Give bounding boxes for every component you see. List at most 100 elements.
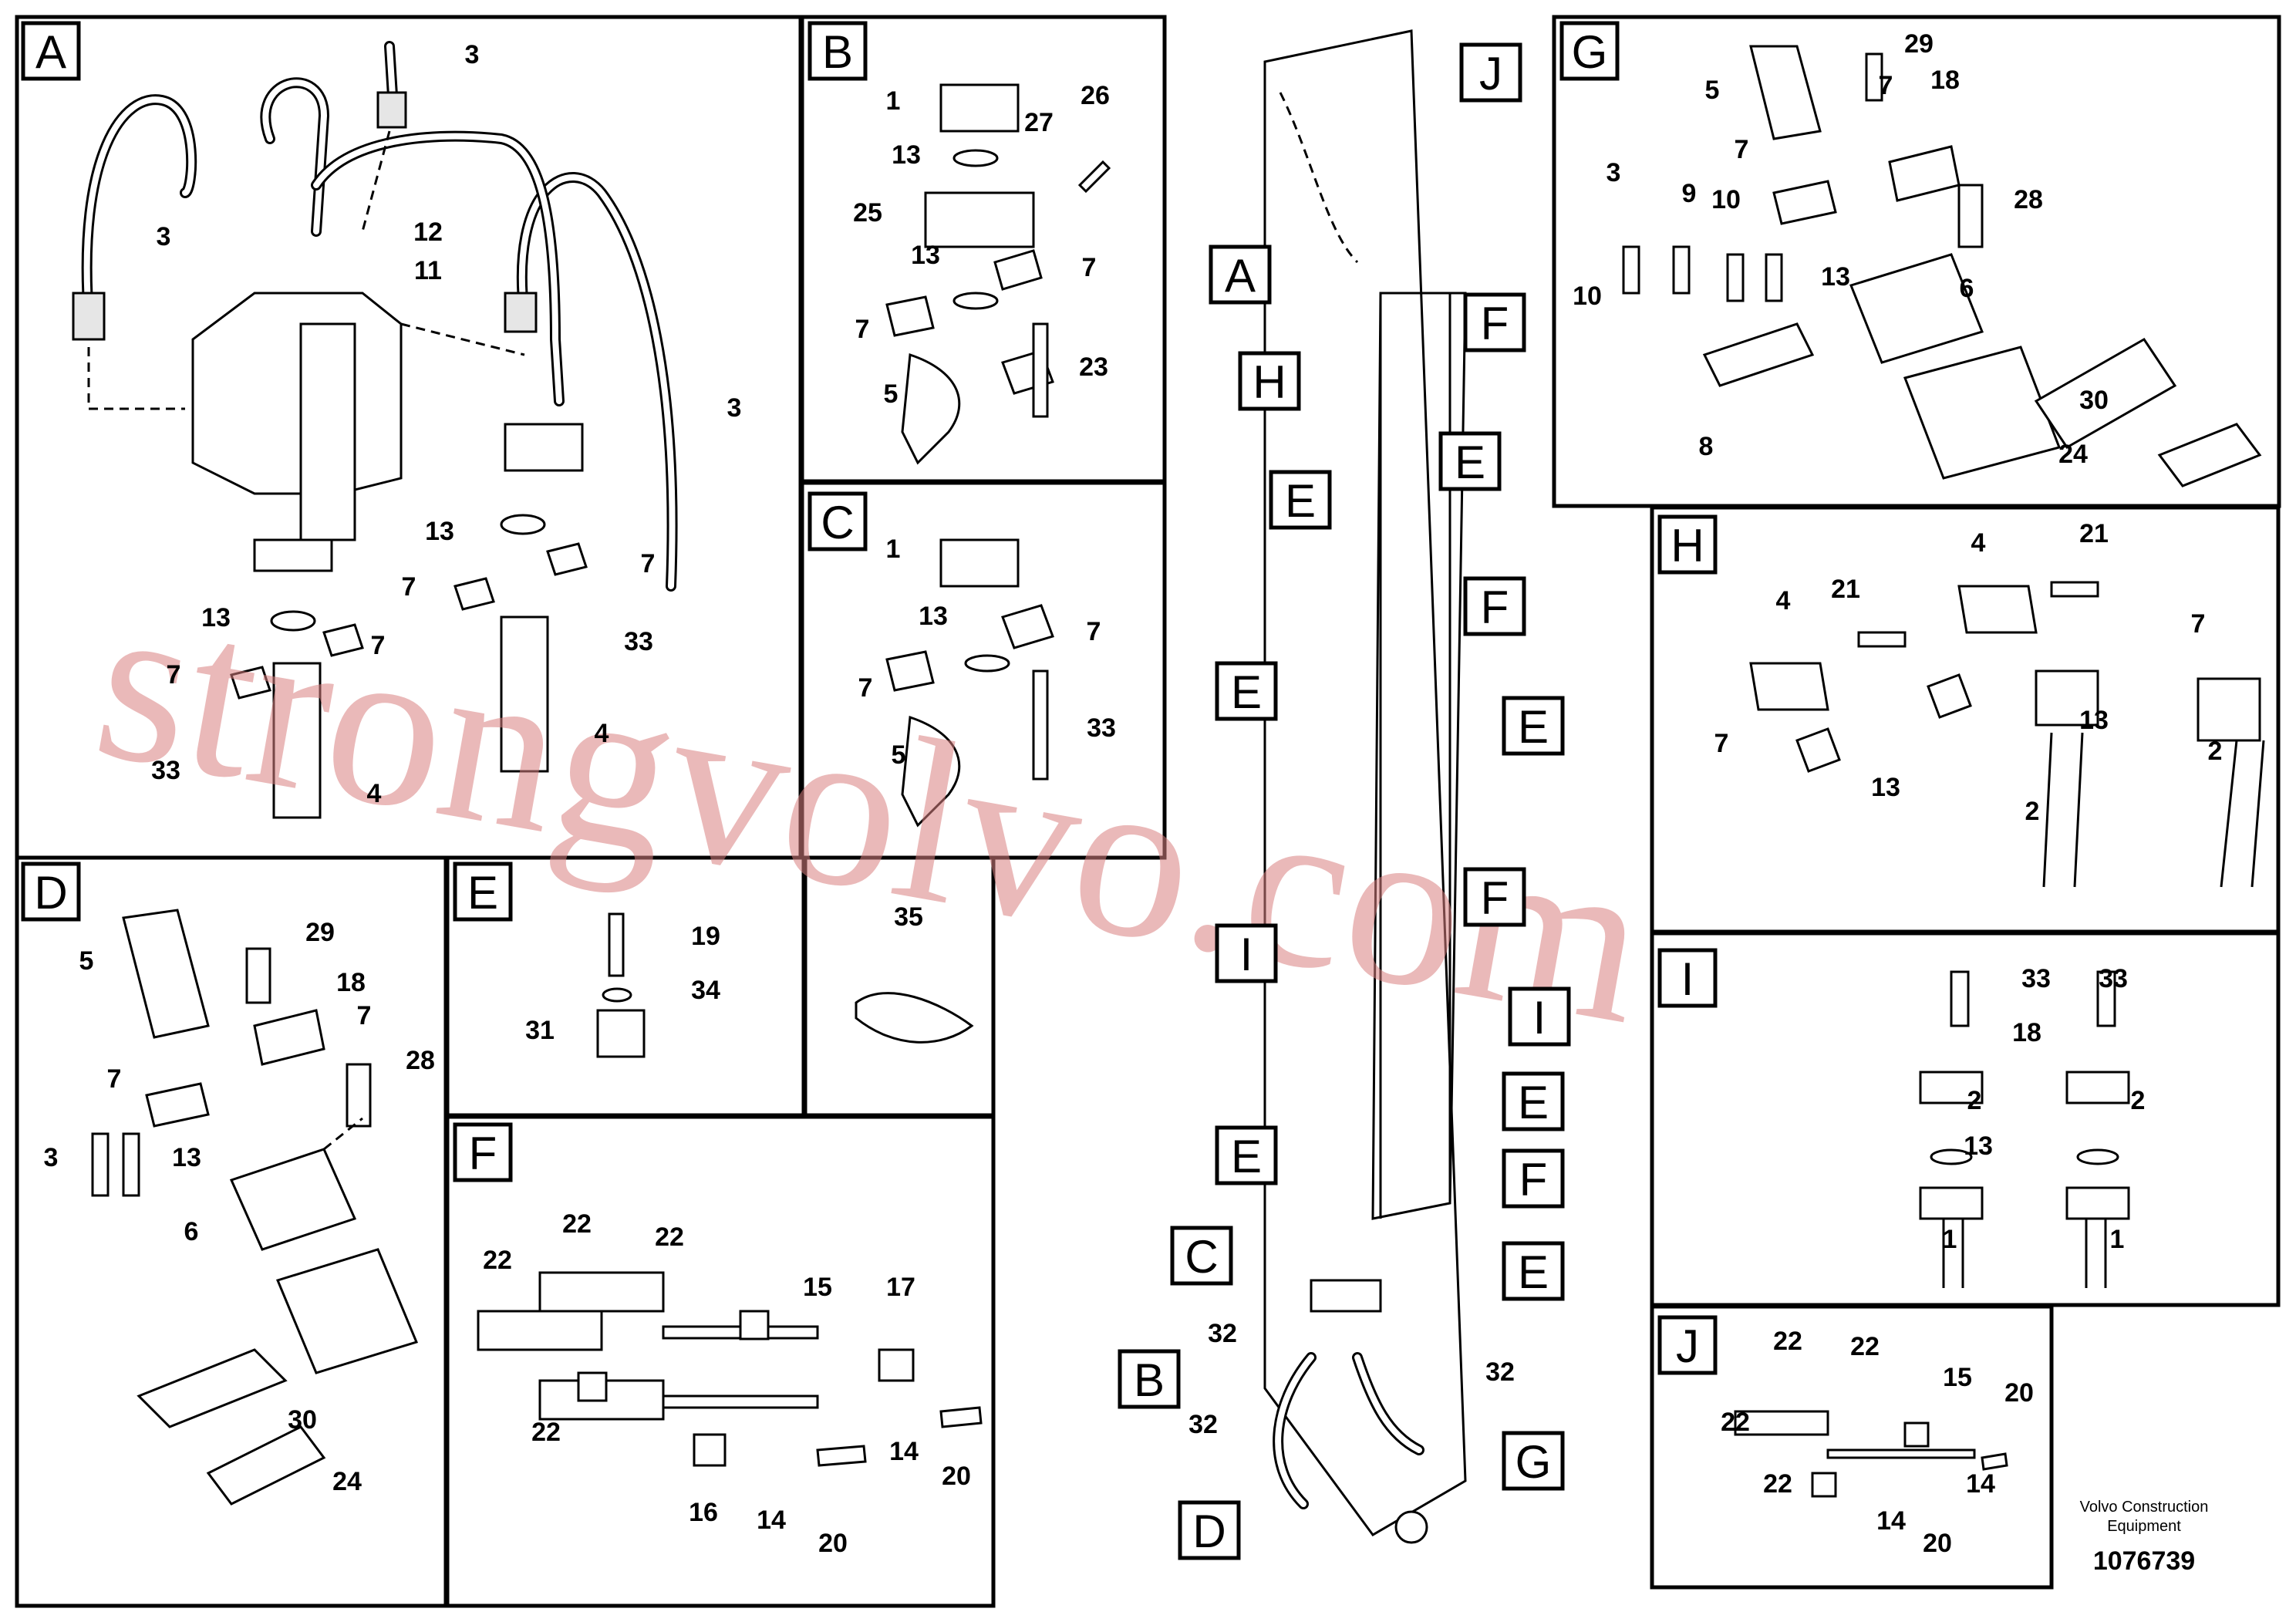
callout-number: 1 — [886, 534, 901, 564]
panel-label-e: E — [453, 862, 513, 922]
overview-label: G — [1502, 1431, 1565, 1491]
callout-number: 22 — [1850, 1332, 1880, 1361]
callout-number: 9 — [1682, 179, 1697, 208]
callout-number: 3 — [157, 222, 171, 251]
callout-number: 1 — [1943, 1225, 1957, 1254]
callout-number: 5 — [884, 379, 899, 409]
overview-label: E — [1215, 1125, 1278, 1185]
callout-number: 22 — [1773, 1327, 1802, 1356]
callout-number: 33 — [2021, 964, 2051, 993]
svg-text:E: E — [1285, 475, 1316, 527]
svg-text:G: G — [1515, 1436, 1552, 1488]
overview-label: D — [1178, 1500, 1241, 1560]
callout-number: 22 — [562, 1209, 592, 1239]
callout-number: 7 — [1082, 253, 1097, 282]
svg-text:J: J — [1676, 1320, 1699, 1372]
svg-text:F: F — [1481, 582, 1509, 633]
callout-number: 7 — [858, 673, 873, 703]
svg-text:E: E — [1518, 1246, 1549, 1298]
panel-label-a: A — [21, 21, 81, 81]
callout-number: 2 — [2208, 737, 2223, 766]
callout-number: 4 — [1776, 586, 1791, 615]
panel-strap-artwork — [855, 992, 974, 1044]
svg-text:J: J — [1479, 48, 1502, 99]
callout-number: 33 — [151, 756, 180, 785]
callout-number: 4 — [1971, 528, 1986, 558]
overview-label: E — [1269, 470, 1332, 530]
panel-g-artwork — [1622, 45, 2262, 487]
company-line-1: Volvo Construction — [2080, 1499, 2209, 1516]
svg-text:F: F — [1481, 298, 1509, 349]
overview-label: E — [1438, 431, 1502, 491]
panel-j-artwork — [1734, 1410, 2008, 1498]
panel-frames — [15, 15, 2281, 1608]
panel-label-j: J — [1657, 1315, 1718, 1375]
svg-text:H: H — [1253, 356, 1286, 408]
svg-text:D: D — [1192, 1506, 1226, 1557]
panel-e-artwork — [596, 912, 646, 1058]
callout-number: 4 — [595, 719, 609, 748]
panel-d-artwork — [91, 909, 419, 1506]
callout-number: 15 — [1943, 1363, 1972, 1392]
document-number: 1076739 — [2093, 1546, 2195, 1576]
overview-label: F — [1463, 867, 1526, 927]
callout-number: 17 — [886, 1273, 915, 1302]
panel-label-d: D — [21, 862, 81, 922]
callout-number: 6 — [184, 1217, 199, 1246]
callout-number: 23 — [1079, 352, 1108, 382]
overview-label: E — [1502, 696, 1565, 756]
callout-number: 30 — [2079, 386, 2109, 415]
callout-number: 1 — [2110, 1225, 2125, 1254]
callout-number: 7 — [1714, 729, 1729, 758]
svg-text:E: E — [467, 867, 498, 919]
svg-text:F: F — [469, 1128, 497, 1179]
overview-label: I — [1215, 923, 1278, 983]
callout-number: 10 — [1573, 282, 1602, 311]
callout-number: 13 — [1871, 773, 1900, 802]
callout-number: 4 — [367, 779, 382, 808]
overview-label: B — [1118, 1349, 1181, 1409]
footer: Volvo Construction Equipment 1076739 — [2080, 1499, 2209, 1576]
svg-text:C: C — [821, 497, 854, 548]
callout-number: 33 — [2099, 964, 2128, 993]
callout-number: 13 — [911, 241, 940, 270]
callout-number: 6 — [1960, 274, 1974, 303]
callout-number: 20 — [2004, 1378, 2034, 1408]
callout-number: 14 — [889, 1437, 919, 1466]
callout-number: 10 — [1711, 185, 1741, 214]
svg-text:D: D — [34, 867, 67, 919]
callout-number: 29 — [305, 918, 335, 947]
panel-i-artwork — [1919, 970, 2130, 1288]
panel-h-artwork — [1749, 581, 2265, 888]
panel-label-c: C — [807, 491, 868, 551]
callout-number: 2 — [1967, 1086, 1982, 1115]
callout-number: 14 — [1876, 1506, 1906, 1536]
callout-number: 32 — [1208, 1319, 1237, 1348]
callout-number: 21 — [1831, 575, 1860, 604]
callout-number: 12 — [413, 218, 443, 247]
callout-number: 13 — [1821, 262, 1850, 292]
callout-number: 5 — [79, 946, 94, 976]
callout-number: 3 — [727, 393, 742, 423]
callout-number: 20 — [942, 1462, 971, 1491]
callout-number: 31 — [525, 1016, 555, 1045]
callout-number: 18 — [1930, 66, 1960, 95]
panel-label-f: F — [453, 1122, 513, 1182]
svg-text:G: G — [1572, 26, 1608, 78]
callout-number: 1 — [886, 86, 901, 116]
callout-number: 13 — [425, 517, 454, 546]
callout-number: 24 — [332, 1467, 362, 1496]
callout-number: 7 — [371, 631, 386, 660]
callout-number: 13 — [1964, 1131, 1993, 1161]
svg-text:E: E — [1455, 437, 1485, 488]
panel-b-artwork — [885, 83, 1111, 465]
callout-number: 33 — [1087, 713, 1116, 743]
callout-number: 13 — [201, 603, 231, 632]
callout-number: 2 — [2025, 797, 2040, 826]
callout-number: 7 — [1087, 617, 1101, 646]
callout-number: 16 — [689, 1498, 718, 1527]
callout-number: 13 — [892, 140, 921, 170]
